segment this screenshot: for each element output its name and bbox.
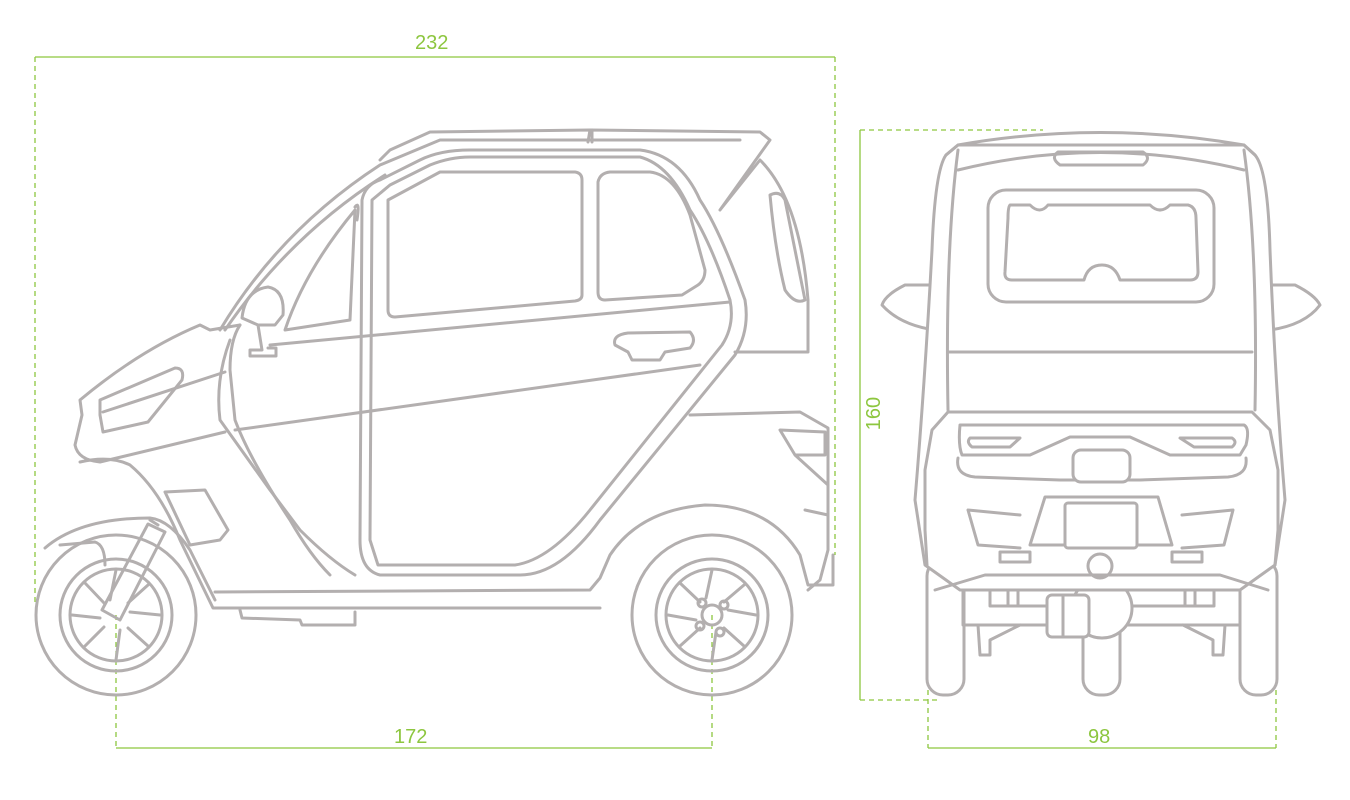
overall-height-label: 160 — [863, 396, 886, 431]
width-dimension-lines — [927, 690, 1277, 749]
wheelbase-dimension-lines — [115, 615, 713, 749]
overall-length-label: 232 — [415, 32, 449, 54]
side-view — [34, 128, 835, 697]
height-dimension-lines — [859, 129, 1043, 701]
overall-width-label: 98 — [1088, 726, 1111, 748]
wheelbase-label: 172 — [394, 726, 428, 748]
front-wheel — [34, 533, 198, 697]
rear-wheel — [630, 533, 794, 697]
length-dimension-lines — [34, 56, 836, 605]
rear-view — [880, 131, 1322, 697]
